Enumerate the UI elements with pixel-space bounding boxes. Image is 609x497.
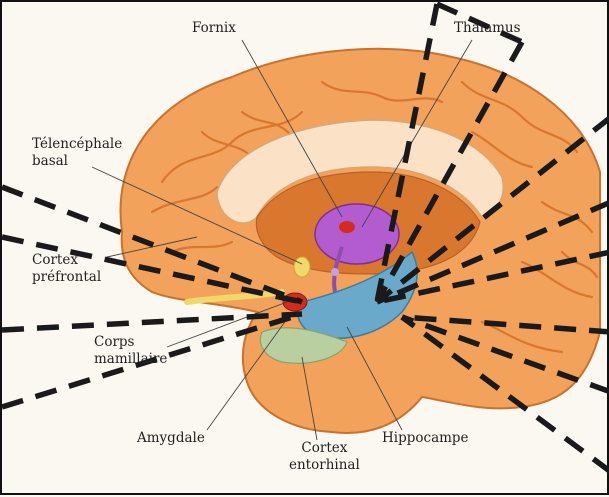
label-amygdale: Amygdale xyxy=(137,430,205,447)
label-thalamus: Thalamus xyxy=(454,20,521,37)
label-telencephale: Télencéphale basal xyxy=(32,136,122,170)
label-cortex-entorhinal-line2: entorhinal xyxy=(289,457,360,474)
label-corps-mamillaire-line1: Corps xyxy=(94,334,167,351)
label-telencephale-line2: basal xyxy=(32,153,122,170)
basal-forebrain xyxy=(294,257,310,277)
fornix-node xyxy=(331,268,339,276)
label-cortex-prefrontal: Cortex préfrontal xyxy=(32,252,101,286)
label-corps-mamillaire-line2: mamillaire xyxy=(94,351,167,368)
label-hippocampe: Hippocampe xyxy=(382,430,469,447)
label-fornix: Fornix xyxy=(192,20,236,37)
label-cortex-entorhinal: Cortex entorhinal xyxy=(289,440,360,474)
label-cortex-entorhinal-line1: Cortex xyxy=(289,440,360,457)
label-corps-mamillaire: Corps mamillaire xyxy=(94,334,167,368)
thalamus-nucleus xyxy=(339,221,355,233)
label-telencephale-line1: Télencéphale xyxy=(32,136,122,153)
label-cortex-prefrontal-line2: préfrontal xyxy=(32,269,101,286)
label-cortex-prefrontal-line1: Cortex xyxy=(32,252,101,269)
